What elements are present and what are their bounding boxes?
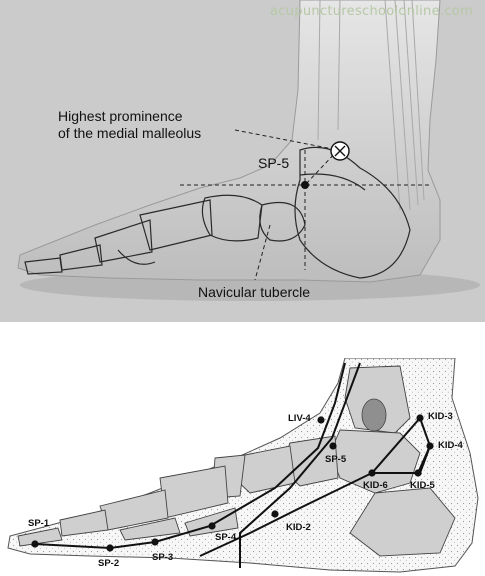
navicular-tubercle-label: Navicular tubercle <box>198 284 311 300</box>
kidney-meridian-line <box>199 417 421 557</box>
liver-meridian-line <box>239 362 361 568</box>
sp2-point <box>106 544 114 552</box>
sp3-point <box>151 538 159 546</box>
kid5-point <box>414 469 422 477</box>
watermark-text: acupunctureschoolonline.com <box>270 4 473 19</box>
sp4-point <box>208 522 216 530</box>
kid3-point <box>416 414 424 422</box>
kid3-label: KID-3 <box>428 411 453 422</box>
meridian-diagram-illustration <box>7 358 479 573</box>
kid2-point <box>271 510 279 518</box>
spleen-meridian-line <box>34 362 346 550</box>
sp5-photo-label: SP-5 <box>258 155 290 171</box>
liv4-label: LIV-4 <box>288 413 311 424</box>
highest-prominence-label-line1: Highest prominence <box>58 108 183 124</box>
kid2-label: KID-2 <box>286 522 311 533</box>
kid6-label: KID-6 <box>363 480 388 491</box>
kid6-point <box>368 469 376 477</box>
foot-photo-panel: acupunctureschoolonline.com Highest prom… <box>0 0 485 322</box>
sp5-photo-point <box>301 181 309 189</box>
highest-prominence-label-line2: of the medial malleolus <box>58 125 202 141</box>
kid5-label: KID-5 <box>410 480 435 491</box>
sp3-label: SP-3 <box>152 552 174 563</box>
sp1-point <box>31 540 39 548</box>
meridian-diagram-panel: LIV-4 KID-3 KID-4 SP-5 KID-6 KID-5 KID-2… <box>0 358 485 576</box>
kid4-label: KID-4 <box>438 440 463 451</box>
sp5-label: SP-5 <box>325 454 347 465</box>
sp2-label: SP-2 <box>98 558 120 569</box>
kid4-point <box>426 442 434 450</box>
liv4-point <box>317 416 325 424</box>
sp5-point <box>329 442 337 450</box>
sp4-label: SP-4 <box>215 532 237 543</box>
sp1-label: SP-1 <box>28 518 50 529</box>
foot-photo-illustration <box>17 0 480 301</box>
